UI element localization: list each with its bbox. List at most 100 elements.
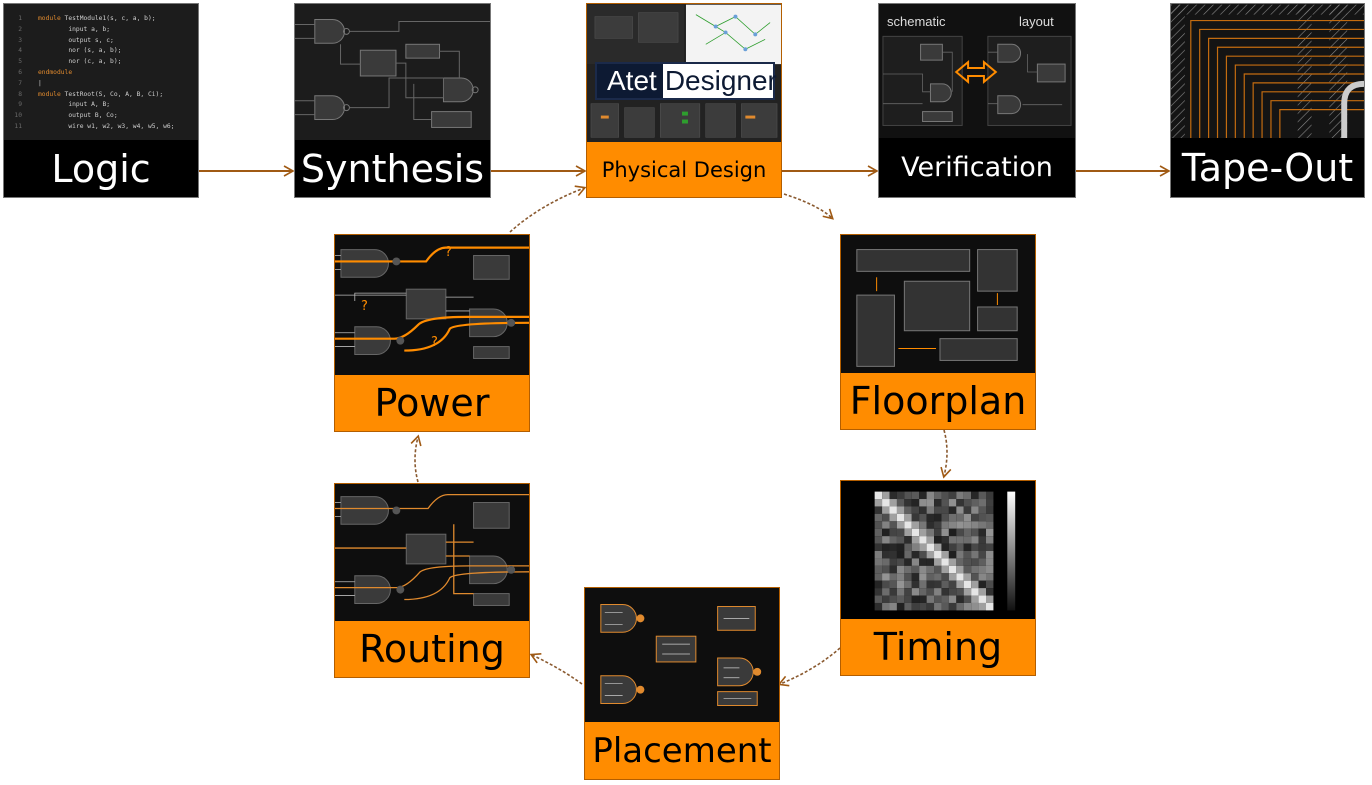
stage-floorplan[interactable]: Floorplan xyxy=(840,234,1036,430)
stage-label-power: Power xyxy=(335,375,529,431)
heatmap-cell xyxy=(941,580,949,589)
heatmap-cell xyxy=(978,558,987,566)
stage-verification[interactable]: schematic layout Verification xyxy=(878,3,1076,198)
heatmap-cell xyxy=(986,551,994,559)
heatmap-cell xyxy=(956,565,964,574)
stage-tapeout[interactable]: Tape-Out xyxy=(1170,3,1365,198)
placement-cells-icon xyxy=(600,604,762,706)
heatmap-cell xyxy=(934,565,942,574)
heatmap-cell xyxy=(934,521,942,529)
heatmap-cell xyxy=(896,580,905,589)
heatmap-cell xyxy=(882,551,890,559)
heatmap-cell xyxy=(874,558,883,566)
heatmap-cell xyxy=(941,513,949,522)
stage-routing[interactable]: Routing xyxy=(334,483,530,678)
layout-wire xyxy=(1261,91,1364,140)
heatmap-cell xyxy=(978,551,987,559)
heatmap-cell xyxy=(948,602,957,611)
heatmap-cell xyxy=(919,543,927,551)
heatmap-cell xyxy=(941,565,949,574)
layout-wire xyxy=(1243,73,1364,140)
heatmap-cell xyxy=(956,528,964,537)
heatmap-cell xyxy=(882,588,890,596)
layout-wire xyxy=(1208,37,1364,140)
heatmap-cell xyxy=(948,528,957,537)
arrow-timing-placement xyxy=(777,647,841,687)
heatmap-cell xyxy=(911,565,920,574)
layout-wire xyxy=(1225,55,1364,140)
code-line: 5 nor (c, a, b); xyxy=(4,57,198,68)
heatmap-cell xyxy=(941,595,949,603)
code-line: 11 wire w1, w2, w3, w4, w5, w6; xyxy=(4,122,198,133)
heatmap-cell xyxy=(904,528,912,537)
unknown-mark-2: ? xyxy=(361,299,368,314)
stage-label-synthesis: Synthesis xyxy=(295,140,490,197)
heatmap-cell xyxy=(963,491,972,500)
code-line: 4 nor (s, a, b); xyxy=(4,46,198,57)
heatmap-cell xyxy=(904,543,912,551)
heatmap-cell xyxy=(926,580,935,589)
heatmap-cell xyxy=(911,588,920,596)
stage-synthesis[interactable]: Synthesis xyxy=(294,3,491,198)
heatmap-cell xyxy=(978,602,987,611)
heatmap-cell xyxy=(896,565,905,574)
heatmap-cell xyxy=(874,491,883,500)
heatmap-cell xyxy=(882,595,890,603)
stage-timing[interactable]: Timing xyxy=(840,480,1036,676)
heatmap-cell xyxy=(934,595,942,603)
heatmap-cell xyxy=(874,506,883,514)
heatmap-cell xyxy=(882,543,890,551)
heatmap-cell xyxy=(963,551,972,559)
heatmap-cell xyxy=(889,536,897,544)
heatmap-cell xyxy=(963,521,972,529)
heatmap-cell xyxy=(889,499,897,507)
heatmap-cell xyxy=(911,506,920,514)
heatmap-cell xyxy=(963,595,972,603)
heatmap-cell xyxy=(978,588,987,596)
heatmap-cell xyxy=(919,551,927,559)
heatmap-cell xyxy=(889,528,897,537)
heatmap-cell xyxy=(919,528,927,537)
heatmap-cell xyxy=(926,558,935,566)
heatmap-cell xyxy=(971,573,979,581)
heatmap-cell xyxy=(896,588,905,596)
line-number: 7 xyxy=(18,79,22,87)
stage-power[interactable]: ? ? ? Power xyxy=(334,234,530,432)
heatmap-cell xyxy=(978,513,987,522)
unknown-mark-3: ? xyxy=(431,335,438,350)
heatmap-cell xyxy=(978,543,987,551)
physical-design-thumbnail: Atet Designer xyxy=(587,4,781,144)
layout-label: layout xyxy=(1019,14,1054,29)
heatmap-cell xyxy=(911,602,920,611)
heatmap-cell xyxy=(948,573,957,581)
brand-part-2: Designer xyxy=(664,65,777,96)
heatmap-cell xyxy=(896,513,905,522)
code-text: | xyxy=(38,79,42,87)
timing-thumbnail xyxy=(841,481,1035,621)
layout-wire xyxy=(1279,109,1364,140)
heatmap-cell xyxy=(926,543,935,551)
heatmap-cell xyxy=(911,528,920,537)
heatmap-cell xyxy=(904,558,912,566)
heatmap-cell xyxy=(986,565,994,574)
code-text: nor (s, a, b); xyxy=(38,47,122,55)
code-keyword: module xyxy=(38,15,61,22)
stage-physical-design[interactable]: Atet Designer Physical Design xyxy=(586,3,782,198)
code-text: input a, b; xyxy=(38,25,111,33)
heatmap-cell xyxy=(882,573,890,581)
heatmap-cell xyxy=(896,521,905,529)
heatmap-cell xyxy=(911,551,920,559)
heatmap-cell xyxy=(948,506,957,514)
heatmap-cell xyxy=(896,602,905,611)
heatmap-cell xyxy=(971,580,979,589)
heatmap-cell xyxy=(919,536,927,544)
heatmap-cell xyxy=(971,499,979,507)
stage-placement[interactable]: Placement xyxy=(584,587,780,780)
heatmap-cell xyxy=(889,551,897,559)
